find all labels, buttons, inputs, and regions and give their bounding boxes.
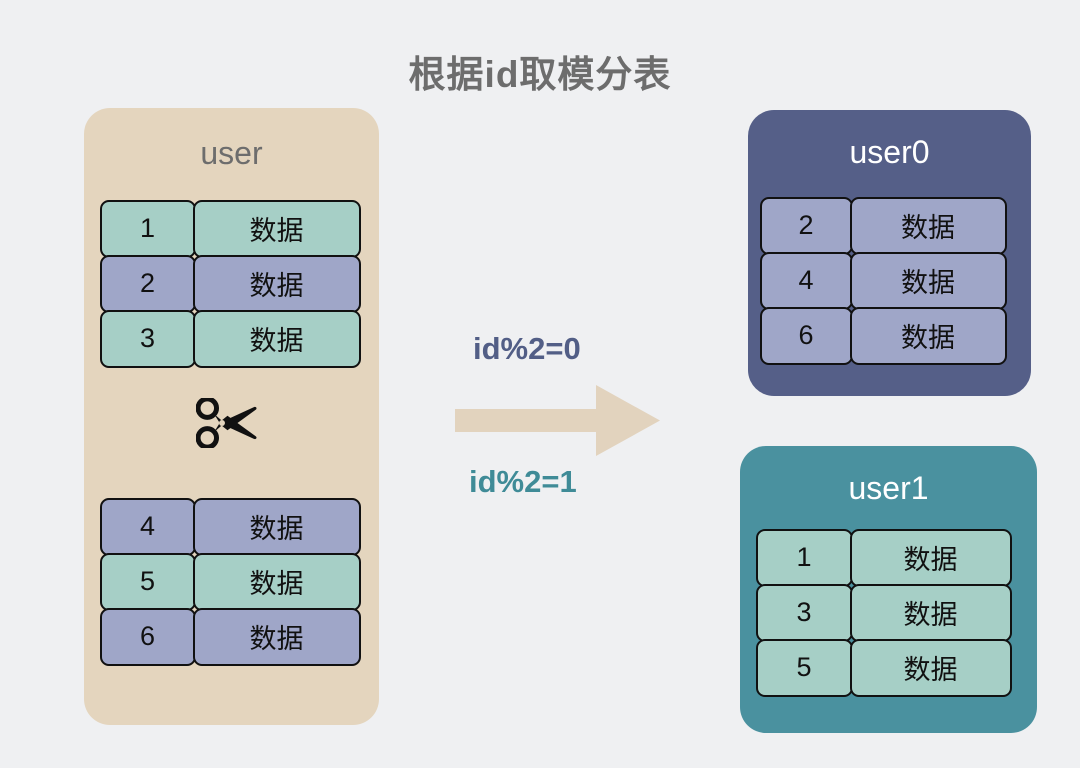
- cell-data: 数据: [849, 196, 1007, 255]
- cell-id: 3: [755, 583, 853, 642]
- table-row: 3 数据: [99, 309, 361, 368]
- cell-id: 6: [759, 306, 853, 365]
- table-row: 6 数据: [99, 607, 361, 666]
- shard1-title: user1: [848, 470, 929, 506]
- cell-id: 4: [99, 497, 196, 556]
- cell-id: 4: [759, 251, 853, 310]
- cell-id: 3: [99, 309, 196, 368]
- shard0-title: user0: [849, 134, 930, 170]
- cell-id: 2: [759, 196, 853, 255]
- cell-data: 数据: [192, 607, 361, 666]
- table-row: 3 数据: [755, 583, 1012, 642]
- table-row: 1 数据: [99, 199, 361, 258]
- cell-data: 数据: [192, 497, 361, 556]
- table-row: 1 数据: [755, 528, 1012, 587]
- table-row: 2 数据: [759, 196, 1007, 255]
- cell-data: 数据: [192, 309, 361, 368]
- mod-label-zero: id%2=0: [473, 331, 581, 366]
- cell-data: 数据: [849, 306, 1007, 365]
- cell-data: 数据: [849, 583, 1012, 642]
- source-table-top-rows: 1 数据 2 数据 3 数据: [99, 199, 361, 368]
- source-table-bottom-rows: 4 数据 5 数据 6 数据: [99, 497, 361, 666]
- cell-id: 2: [99, 254, 196, 313]
- cell-data: 数据: [849, 638, 1012, 697]
- cell-data: 数据: [192, 199, 361, 258]
- cell-id: 5: [755, 638, 853, 697]
- table-row: 4 数据: [99, 497, 361, 556]
- source-table-title: user: [200, 135, 263, 171]
- cell-data: 数据: [849, 251, 1007, 310]
- cell-id: 1: [99, 199, 196, 258]
- cell-data: 数据: [192, 254, 361, 313]
- right-arrow-icon: [455, 383, 660, 458]
- table-row: 6 数据: [759, 306, 1007, 365]
- cell-id: 5: [99, 552, 196, 611]
- shard1-table: 1 数据 3 数据 5 数据: [755, 528, 1012, 697]
- table-row: 4 数据: [759, 251, 1007, 310]
- cell-id: 6: [99, 607, 196, 666]
- table-row: 2 数据: [99, 254, 361, 313]
- mod-label-one: id%2=1: [469, 464, 577, 499]
- cell-data: 数据: [849, 528, 1012, 587]
- table-row: 5 数据: [755, 638, 1012, 697]
- scissors-icon: [196, 398, 258, 448]
- cell-id: 1: [755, 528, 853, 587]
- page-title: 根据id取模分表: [408, 54, 672, 95]
- table-row: 5 数据: [99, 552, 361, 611]
- shard0-table: 2 数据 4 数据 6 数据: [759, 196, 1007, 365]
- cell-data: 数据: [192, 552, 361, 611]
